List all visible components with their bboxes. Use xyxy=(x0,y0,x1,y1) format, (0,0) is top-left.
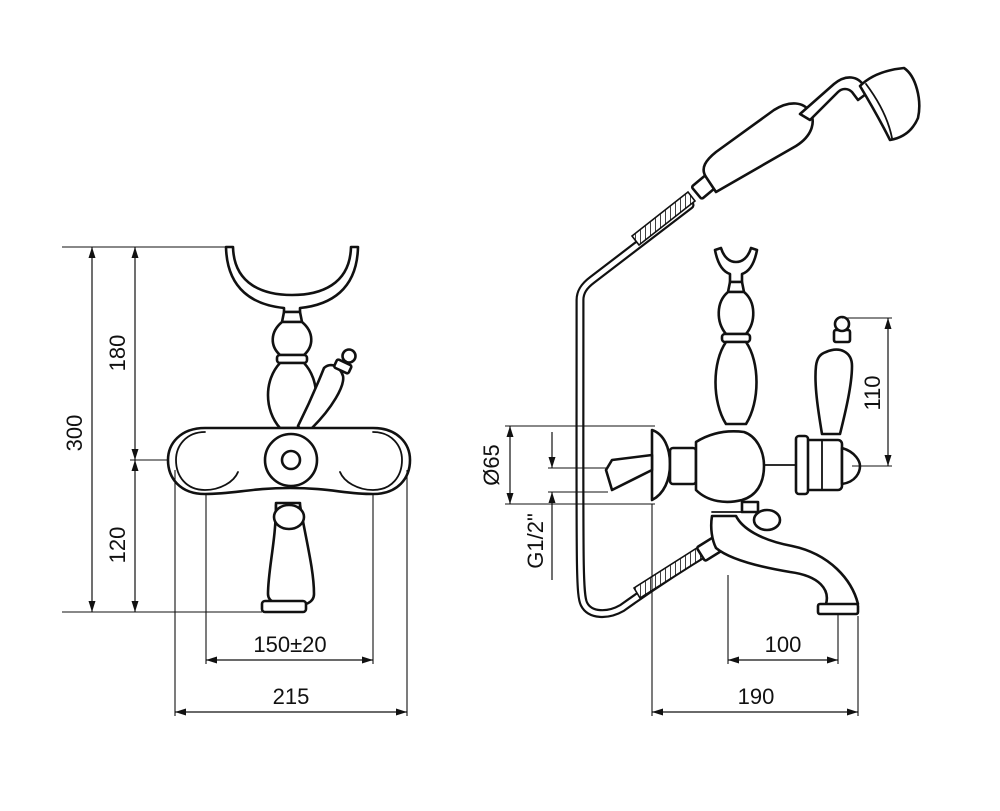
side-column-lower-bulb xyxy=(714,340,758,426)
side-handshower-face xyxy=(865,83,893,139)
dim-label-300: 300 xyxy=(62,415,87,452)
side-column-upper-bulb xyxy=(717,290,755,336)
dim-label-g12: G1/2" xyxy=(523,513,548,569)
side-view xyxy=(575,66,921,618)
side-lever-handle xyxy=(814,348,854,436)
side-cradle xyxy=(713,246,759,284)
arrowhead xyxy=(131,460,139,471)
side-cartridge-flange xyxy=(794,434,810,496)
side-handshower-head xyxy=(858,66,921,142)
arrowhead xyxy=(88,247,96,258)
front-wing-right xyxy=(339,431,403,491)
arrowhead xyxy=(728,656,739,664)
dim-label-120: 120 xyxy=(105,527,130,564)
front-central-cap xyxy=(280,449,302,471)
side-mixer-body xyxy=(694,430,766,504)
dim-label-110: 110 xyxy=(860,375,885,410)
arrowhead xyxy=(131,601,139,612)
arrowhead xyxy=(206,656,217,664)
dim-label-150: 150±20 xyxy=(253,632,326,657)
front-wing-left xyxy=(175,431,239,491)
side-diverter-stem xyxy=(740,500,760,514)
side-eccentric-connector xyxy=(604,453,654,492)
dim-label-180: 180 xyxy=(105,335,130,372)
dim-label-190: 190 xyxy=(738,684,775,709)
arrowhead xyxy=(548,457,556,468)
side-hex-nut xyxy=(668,446,698,486)
side-spout-outlet xyxy=(816,602,860,616)
front-diverter-knob xyxy=(272,503,306,531)
arrowhead xyxy=(548,492,556,503)
arrowhead xyxy=(506,426,514,437)
front-shower-cradle xyxy=(224,245,360,314)
side-wall-flange xyxy=(650,428,672,502)
arrowhead xyxy=(652,708,663,716)
side-spout xyxy=(709,514,860,612)
dim-label-100: 100 xyxy=(765,632,802,657)
arrowhead xyxy=(827,656,838,664)
front-column-upper-bulb xyxy=(271,320,313,357)
arrowhead xyxy=(884,455,892,466)
arrowhead xyxy=(131,247,139,258)
front-column-neck xyxy=(280,310,304,324)
side-handshower-handle xyxy=(702,102,814,194)
side-dimensions: Ø65 G1/2" 110 100 190 xyxy=(479,317,892,716)
dim-label-215: 215 xyxy=(273,684,310,709)
dim-label-d65: Ø65 xyxy=(479,444,504,486)
arrowhead xyxy=(362,656,373,664)
front-view xyxy=(166,245,412,614)
arrowhead xyxy=(884,318,892,329)
arrowhead xyxy=(847,708,858,716)
side-hose-coil-lower xyxy=(632,544,708,600)
side-column-neck xyxy=(726,280,746,294)
arrowhead xyxy=(396,708,407,716)
side-hose-coil-upper xyxy=(630,190,697,247)
arrowhead xyxy=(506,493,514,504)
side-lever-knob xyxy=(833,315,851,333)
front-spout-outlet xyxy=(260,599,308,614)
arrowhead xyxy=(88,601,96,612)
arrowhead xyxy=(175,708,186,716)
front-lever-knob xyxy=(341,348,357,364)
side-handshower-neck xyxy=(798,76,868,122)
side-diverter-knob xyxy=(752,508,782,532)
front-dimensions: 300 180 120 150±20 215 xyxy=(62,246,408,716)
arrowhead xyxy=(131,449,139,460)
